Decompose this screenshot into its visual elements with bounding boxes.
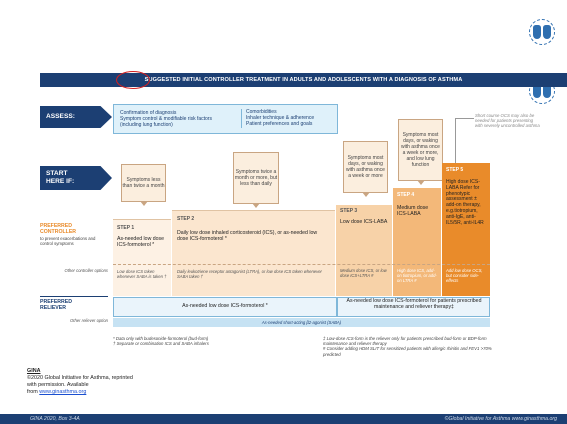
step-label: STEP 3	[340, 208, 358, 214]
preferred-controller-sub: to prevent exacerbations and control sym…	[40, 236, 96, 247]
step-other: Medium dose ICS, or low dose ICS+LTRA #	[340, 268, 387, 278]
highlight-circle	[116, 71, 150, 89]
bubble-text: Symptoms twice a month or more, but less…	[234, 169, 278, 187]
other-controller-label: Other controller options	[64, 268, 108, 273]
reliever-left-band	[113, 297, 337, 317]
credit-heading: GINA	[27, 368, 41, 374]
assess-box: Confirmation of diagnosis Symptom contro…	[113, 104, 338, 134]
step-text: Medium dose ICS-LABA	[397, 205, 429, 218]
reliever-other-text: As-needed short-acting β2-agonist (SABA)	[261, 320, 342, 325]
footer-bar: GINA 2020, Box 3-4A ©Global Initiative f…	[0, 414, 567, 424]
step-label: STEP 5	[446, 167, 464, 173]
step-other: High dose ICS, add-on tiotropium, or add…	[397, 268, 437, 283]
diagram-title: SUGGESTED INITIAL CONTROLLER TREATMENT I…	[40, 73, 567, 87]
assess-item: Comorbidities	[246, 109, 277, 115]
assess-col-2: Comorbidities Inhaler technique & adhere…	[241, 109, 336, 128]
footer-left: GINA 2020, Box 3-4A	[30, 416, 80, 422]
other-options-divider	[113, 264, 490, 265]
relief-divider	[40, 296, 108, 297]
credit-block: GINA ©2020 Global Initiative for Asthma,…	[27, 368, 177, 396]
step-label: STEP 4	[397, 192, 415, 198]
bubble-text: Symptoms less than twice a month	[122, 177, 165, 189]
bubble-text: Symptoms most days, or waking with asthm…	[346, 155, 385, 179]
footnote: # Consider adding HDM SLIT for sensitize…	[323, 346, 492, 357]
credit-line-3: from www.ginasthma.org	[27, 389, 177, 396]
step-text: High dose ICS-LABA Refer for phenotypic …	[446, 179, 484, 226]
step-label: STEP 2	[177, 216, 195, 222]
gina-link[interactable]: www.ginasthma.org	[39, 389, 87, 395]
step-other: Daily leukotriene receptor antagonist (L…	[177, 269, 322, 279]
step-other: Low dose ICS taken whenever SABA is take…	[117, 269, 167, 279]
gina-logo-top	[529, 19, 555, 45]
credit-from: from	[27, 389, 40, 395]
reliever-right-text: As-needed low dose ICS-formoterol for pa…	[346, 298, 482, 310]
symptom-bubble-3: Symptoms most days, or waking with asthm…	[343, 141, 388, 197]
reliever-other-band	[113, 318, 490, 327]
side-note-line	[455, 118, 474, 119]
step-3: STEP 3 Low dose ICS-LABA Medium dose ICS…	[336, 205, 392, 296]
footnote: † Separate or combination ICS and SABA i…	[113, 341, 209, 347]
footnotes-left: * Data only with budesonide-formoterol (…	[113, 336, 313, 346]
step-text: Low dose ICS-LABA	[340, 219, 388, 225]
credit-line-1: ©2020 Global Initiative for Asthma, repr…	[27, 375, 133, 381]
step-1: STEP 1 As-needed low dose ICS-formoterol…	[113, 219, 171, 296]
assess-label: ASSESS:	[46, 113, 75, 120]
start-here-arrow: START HERE IF:	[40, 166, 112, 190]
assess-item: (including lung function)	[120, 122, 173, 129]
assess-item: Patient preferences and goals	[246, 121, 313, 128]
assess-arrow: ASSESS:	[40, 106, 112, 128]
preferred-controller-title: PREFERRED CONTROLLER	[40, 223, 77, 235]
step-text: Daily low dose inhaled corticosteroid (I…	[177, 230, 318, 243]
step-4: STEP 4 Medium dose ICS-LABA High dose IC…	[393, 188, 441, 296]
step-label: STEP 1	[117, 225, 135, 231]
step-other: Add low dose OCS, but consider side-effe…	[446, 268, 483, 283]
footer-right: ©Global Initiative for Asthma www.ginast…	[444, 416, 557, 422]
assess-item: Symptom control & modifiable risk factor…	[120, 116, 212, 123]
reliever-left-text: As-needed low dose ICS-formoterol *	[182, 303, 268, 309]
ocs-side-note: Short course OCS may also be needed for …	[475, 113, 540, 129]
assess-col-1: Confirmation of diagnosis Symptom contro…	[120, 110, 225, 129]
start-here-label: START HERE IF:	[46, 170, 75, 185]
footnote: ‡ Low-dose ICS-form is the reliever only…	[323, 336, 487, 347]
preferred-controller-label: PREFERRED CONTROLLER to prevent exacerba…	[40, 223, 108, 246]
reliever-right-band	[337, 297, 490, 317]
footnotes-right: ‡ Low-dose ICS-form is the reliever only…	[323, 336, 493, 357]
bubble-text: Symptoms most days, or waking with asthm…	[401, 132, 440, 168]
other-reliever-label: Other reliever option	[70, 318, 108, 323]
side-note-line-v	[455, 118, 456, 168]
step-text: As-needed low dose ICS-formoterol *	[117, 236, 165, 249]
step-5: STEP 5 High dose ICS-LABA Refer for phen…	[442, 163, 490, 296]
symptom-bubble-2: Symptoms twice a month or more, but less…	[233, 152, 279, 208]
footnote: * Data only with budesonide-formoterol (…	[113, 336, 209, 341]
preferred-reliever-label: PREFERRED RELIEVER	[40, 299, 72, 311]
symptom-bubble-4: Symptoms most days, or waking with asthm…	[398, 119, 443, 185]
step-2: STEP 2 Daily low dose inhaled corticoste…	[172, 210, 335, 296]
symptom-bubble-1: Symptoms less than twice a month	[121, 164, 166, 206]
assess-item: Confirmation of diagnosis	[120, 110, 177, 116]
assess-item: Inhaler technique & adherence	[246, 115, 315, 122]
credit-line-2: with permission. Available	[27, 382, 89, 388]
